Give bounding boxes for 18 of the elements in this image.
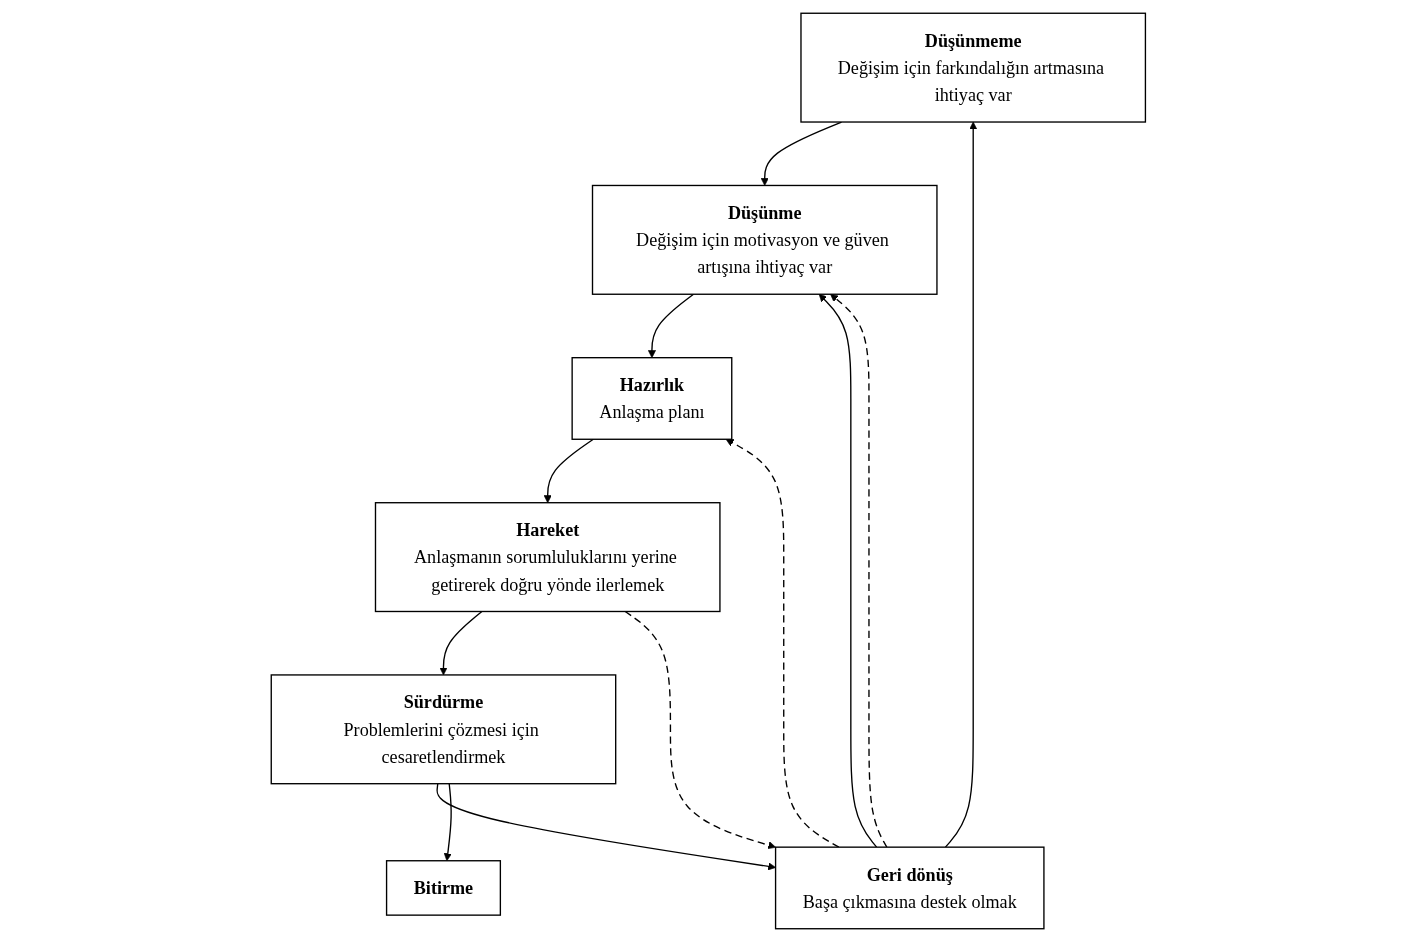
arrow (818, 293, 877, 848)
arrow (829, 293, 888, 848)
arrow (647, 293, 694, 359)
arrow (436, 783, 776, 871)
arrow (725, 438, 840, 848)
node-box (571, 357, 733, 440)
node-box (385, 860, 501, 916)
node-box (374, 502, 721, 613)
arrow (944, 121, 977, 848)
node-box (270, 674, 617, 785)
arrow (439, 610, 483, 676)
node-box (591, 184, 938, 295)
node-box (799, 12, 1146, 123)
arrow (760, 121, 842, 186)
arrow (624, 610, 776, 849)
arrow (443, 783, 452, 862)
node-box (774, 846, 1045, 930)
arrow (543, 438, 594, 504)
